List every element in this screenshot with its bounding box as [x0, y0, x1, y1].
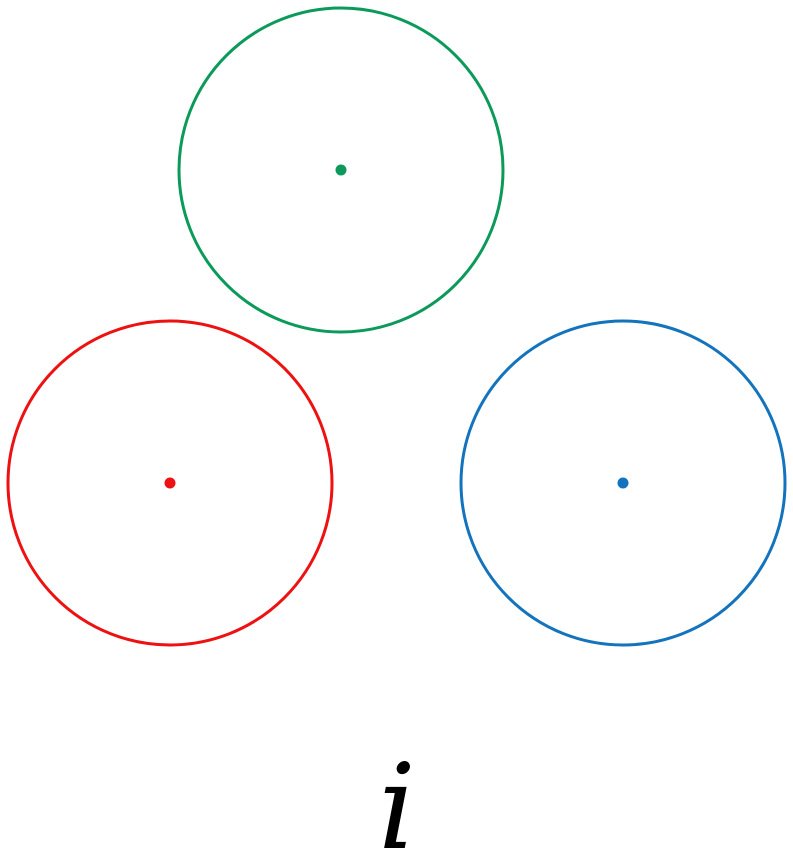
- green-center-dot: [335, 164, 347, 176]
- red-circle-group: [6, 319, 334, 647]
- red-center-dot: [164, 477, 176, 489]
- green-circle: [177, 6, 505, 334]
- red-circle: [6, 319, 334, 647]
- caption-label: i: [378, 738, 416, 862]
- blue-circle-group: [459, 319, 787, 647]
- blue-circle: [459, 319, 787, 647]
- blue-center-dot: [617, 477, 629, 489]
- green-circle-group: [177, 6, 505, 334]
